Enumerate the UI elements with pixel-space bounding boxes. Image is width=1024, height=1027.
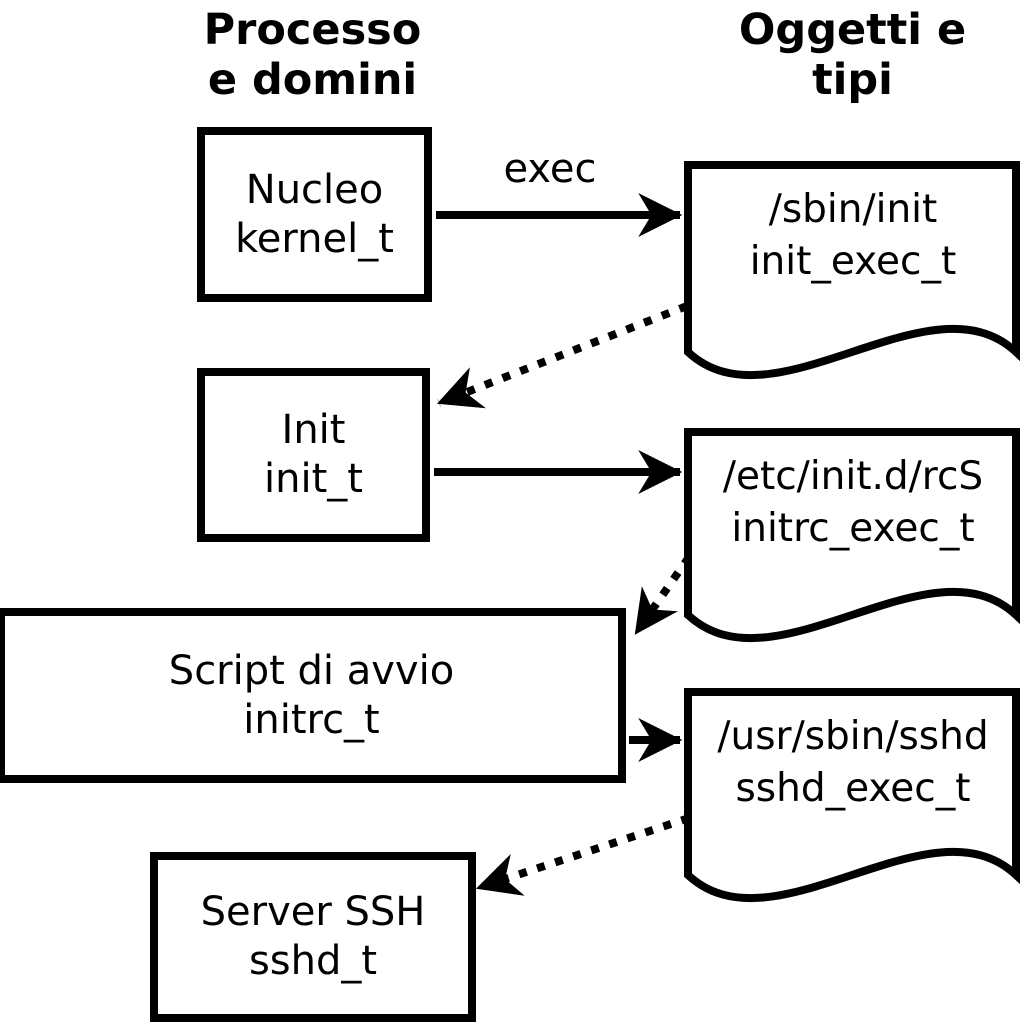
process-node-initrc: Script di avvio initrc_t [0,608,626,783]
process-node-init-name: Init [281,407,346,453]
process-node-kernel: Nucleo kernel_t [197,127,432,302]
object-node-init-exec: /sbin/init init_exec_t [692,184,1014,288]
process-node-initrc-name: Script di avvio [168,647,455,694]
exec-edge-label: exec [503,146,597,192]
object-node-init-exec-path: /sbin/init [768,187,938,232]
object-node-initrc-exec-path: /etc/init.d/rcS [722,454,984,499]
transition-arrow-initrcexec-to-initrc [632,554,693,636]
process-node-sshd-type: sshd_t [248,938,378,984]
object-node-sshd-exec: /usr/sbin/sshd sshd_exec_t [692,711,1014,815]
column-header-processes: Processo e domini [120,5,505,105]
process-node-kernel-type: kernel_t [235,215,394,262]
column-header-objects-line2: tipi [812,55,893,105]
object-node-init-exec-type: init_exec_t [749,239,957,284]
process-node-sshd: Server SSH sshd_t [150,852,476,1022]
column-header-objects-line1: Oggetti e [738,5,967,55]
process-node-sshd-name: Server SSH [200,889,426,935]
process-node-init-type: init_t [264,456,363,502]
process-node-init: Init init_t [197,368,430,542]
transition-arrow-sshdexec-to-sshd [475,814,691,896]
transition-arrow-initexec-to-init [436,302,689,409]
document-shape-sshd-exec [684,688,1020,902]
object-node-sshd-exec-type: sshd_exec_t [735,766,971,811]
column-header-objects: Oggetti e tipi [660,5,1024,105]
process-node-initrc-type: initrc_t [243,696,380,743]
object-node-sshd-exec-path: /usr/sbin/sshd [717,714,989,759]
column-header-processes-line1: Processo [203,5,422,55]
column-header-processes-line2: e domini [207,55,418,105]
process-node-kernel-name: Nucleo [245,166,384,213]
document-shape-initrc-exec [684,428,1020,642]
document-shape-init-exec [684,161,1020,379]
object-node-initrc-exec-type: initrc_exec_t [731,506,975,551]
object-node-initrc-exec: /etc/init.d/rcS initrc_exec_t [692,451,1014,555]
